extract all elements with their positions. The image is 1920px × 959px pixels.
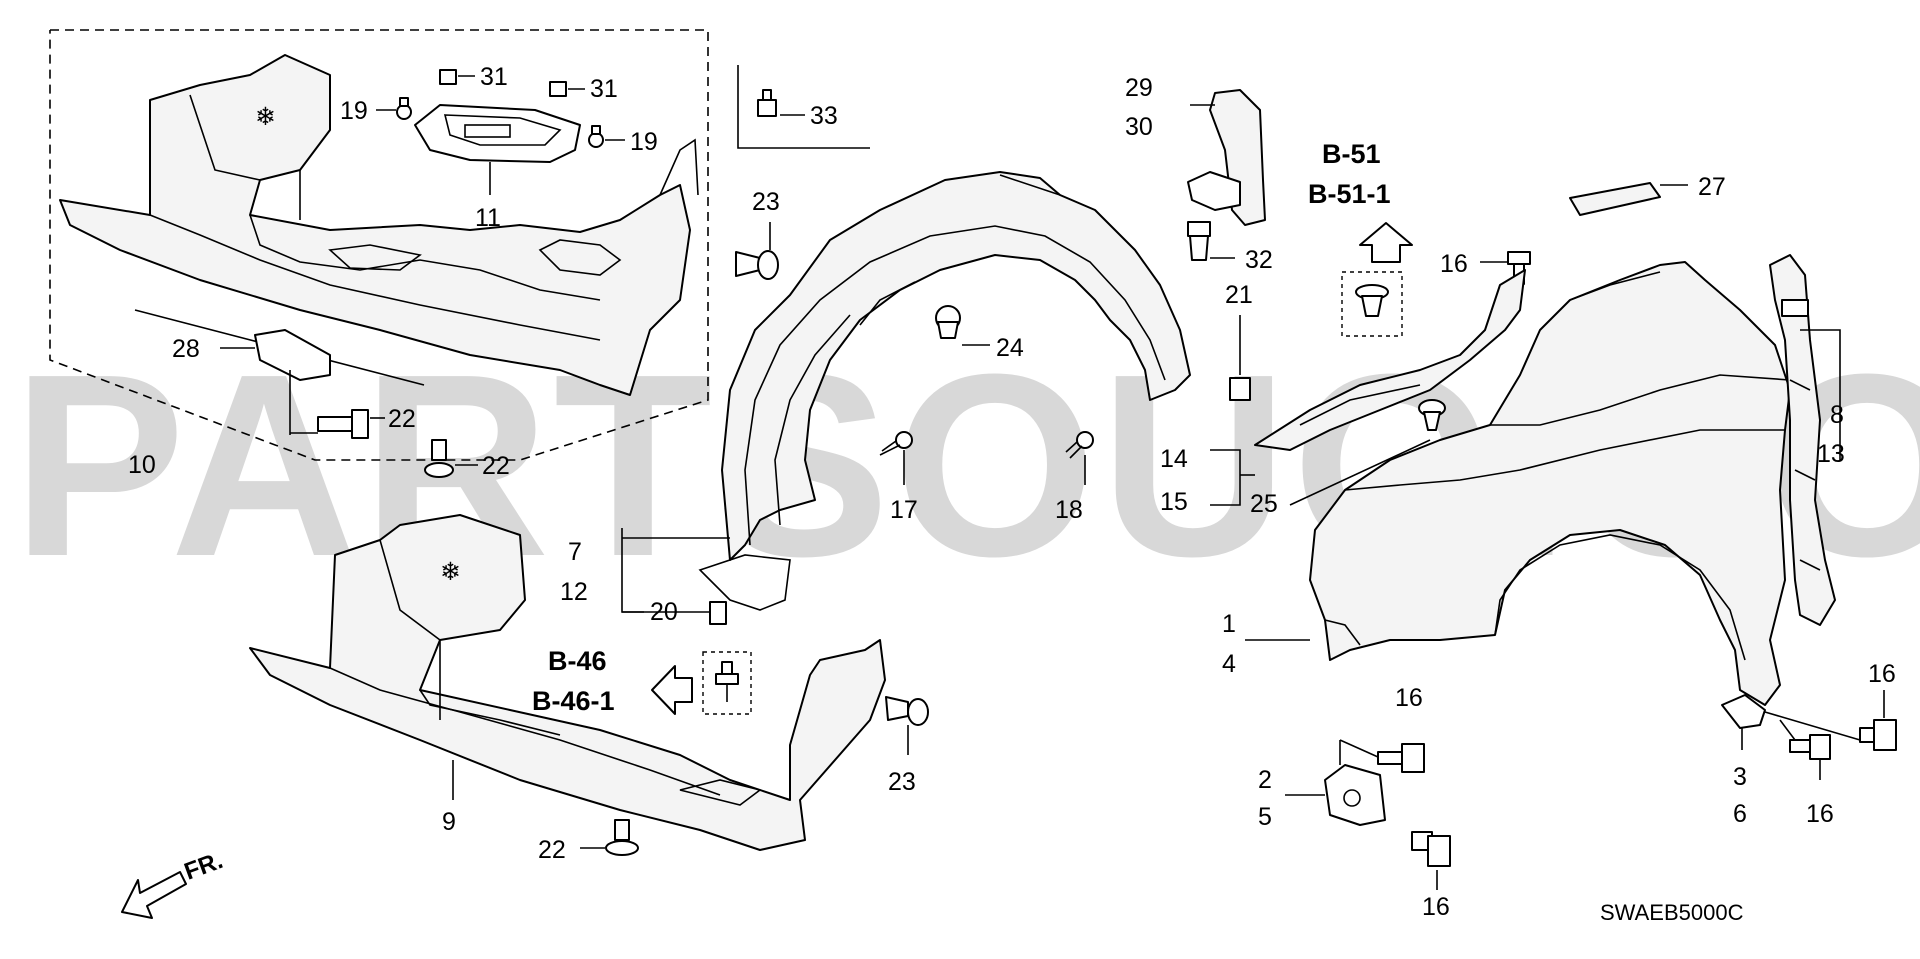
part-25-clip[interactable] bbox=[1289, 399, 1446, 506]
ref-label-b51[interactable]: B-51 bbox=[1322, 139, 1381, 169]
part-3-6-clip[interactable] bbox=[1721, 694, 1861, 750]
callout-30: 30 bbox=[1125, 113, 1153, 141]
part-31-clip-b[interactable] bbox=[549, 81, 585, 97]
ref-label-b51-1[interactable]: B-51-1 bbox=[1308, 179, 1391, 209]
callout-23a: 23 bbox=[752, 188, 780, 216]
leader-7-12 bbox=[621, 528, 730, 613]
callout-15: 15 bbox=[1160, 488, 1188, 516]
callout-2: 2 bbox=[1258, 766, 1272, 794]
part-28-bracket[interactable] bbox=[220, 329, 331, 435]
part-33-bolt-group[interactable] bbox=[737, 65, 870, 149]
callout-19b: 19 bbox=[630, 128, 658, 156]
part-22-bolt-a[interactable] bbox=[290, 409, 385, 439]
snowflake-mark: ❄ bbox=[255, 103, 276, 131]
callout-21: 21 bbox=[1225, 281, 1253, 309]
callout-22a: 22 bbox=[388, 405, 416, 433]
part-9-undercover[interactable]: ❄ bbox=[249, 514, 886, 851]
part-23-rivet-b[interactable] bbox=[885, 696, 929, 755]
part-16-bolt-b[interactable] bbox=[1339, 739, 1425, 773]
ref-label-b46[interactable]: B-46 bbox=[548, 646, 607, 676]
callout-25: 25 bbox=[1250, 490, 1278, 518]
part-7-12-inner-fender[interactable] bbox=[698, 171, 1191, 611]
part-1-4-front-fender[interactable] bbox=[1245, 261, 1791, 706]
callout-23b: 23 bbox=[888, 768, 916, 796]
callout-6: 6 bbox=[1733, 800, 1747, 828]
callout-27: 27 bbox=[1698, 173, 1726, 201]
part-8-13-seal[interactable] bbox=[1769, 254, 1841, 626]
callout-32: 32 bbox=[1245, 246, 1273, 274]
diagram-code: SWAEB5000C bbox=[1600, 900, 1744, 925]
part-16-bolt-c[interactable] bbox=[1411, 831, 1451, 890]
part-16-bolt-d[interactable] bbox=[1779, 719, 1831, 780]
callout-13: 13 bbox=[1817, 440, 1845, 468]
part-17-screw[interactable] bbox=[879, 431, 913, 485]
b51-reference[interactable] bbox=[1341, 222, 1413, 337]
callout-28: 28 bbox=[172, 335, 200, 363]
callout-1: 1 bbox=[1222, 610, 1236, 638]
part-32-clip[interactable] bbox=[1187, 221, 1235, 261]
b46-reference[interactable] bbox=[651, 651, 752, 715]
part-21-nut[interactable] bbox=[1229, 315, 1251, 401]
callout-11: 11 bbox=[475, 204, 501, 232]
front-direction-arrow bbox=[121, 871, 187, 919]
callout-4: 4 bbox=[1222, 650, 1236, 678]
part-29-30-bracket[interactable] bbox=[1187, 89, 1266, 226]
callout-5: 5 bbox=[1258, 803, 1272, 831]
part-10-front-splash-shield[interactable]: ❄ bbox=[59, 54, 699, 396]
callout-29: 29 bbox=[1125, 74, 1153, 102]
callout-22c: 22 bbox=[538, 836, 566, 864]
callout-17: 17 bbox=[890, 496, 918, 524]
callout-9: 9 bbox=[442, 808, 456, 836]
callout-33: 33 bbox=[810, 102, 838, 130]
callout-19a: 19 bbox=[340, 97, 368, 125]
callout-18: 18 bbox=[1055, 496, 1083, 524]
callout-31a: 31 bbox=[480, 63, 508, 91]
callout-7: 7 bbox=[568, 538, 582, 566]
callout-8: 8 bbox=[1830, 401, 1844, 429]
part-16-bolt-e[interactable] bbox=[1859, 690, 1897, 751]
callout-3: 3 bbox=[1733, 763, 1747, 791]
callout-16b: 16 bbox=[1395, 684, 1423, 712]
callout-10: 10 bbox=[128, 451, 156, 479]
callout-16c: 16 bbox=[1422, 893, 1450, 921]
part-2-5-bracket[interactable] bbox=[1285, 740, 1386, 826]
callout-31b: 31 bbox=[590, 75, 618, 103]
callout-16d: 16 bbox=[1806, 800, 1834, 828]
part-19-bolt-b[interactable] bbox=[588, 125, 625, 148]
callout-12: 12 bbox=[560, 578, 588, 606]
part-14-15-bracket[interactable] bbox=[1210, 269, 1526, 506]
callout-16e: 16 bbox=[1868, 660, 1896, 688]
part-20-clip[interactable] bbox=[709, 601, 727, 625]
callout-20: 20 bbox=[650, 598, 678, 626]
callout-labels: 31 31 19 19 11 33 28 22 22 10 23 24 17 1… bbox=[128, 63, 1896, 921]
part-18-screw[interactable] bbox=[1065, 431, 1094, 485]
part-11-cover[interactable] bbox=[414, 104, 581, 195]
part-24-clip[interactable] bbox=[935, 305, 990, 346]
callout-16a: 16 bbox=[1440, 250, 1468, 278]
callout-14: 14 bbox=[1160, 445, 1188, 473]
part-23-rivet-a[interactable] bbox=[735, 222, 779, 280]
part-27-pad[interactable] bbox=[1569, 182, 1688, 216]
part-22-bolt-c[interactable] bbox=[580, 819, 639, 856]
callout-24: 24 bbox=[996, 334, 1024, 362]
part-31-clip-a[interactable] bbox=[439, 69, 475, 85]
part-19-bolt-a[interactable] bbox=[376, 97, 412, 120]
callout-22b: 22 bbox=[482, 452, 510, 480]
front-direction-label: FR. bbox=[181, 847, 227, 886]
part-22-bolt-b[interactable] bbox=[424, 439, 478, 478]
snowflake-mark-2: ❄ bbox=[440, 558, 461, 586]
ref-label-b46-1[interactable]: B-46-1 bbox=[532, 686, 615, 716]
